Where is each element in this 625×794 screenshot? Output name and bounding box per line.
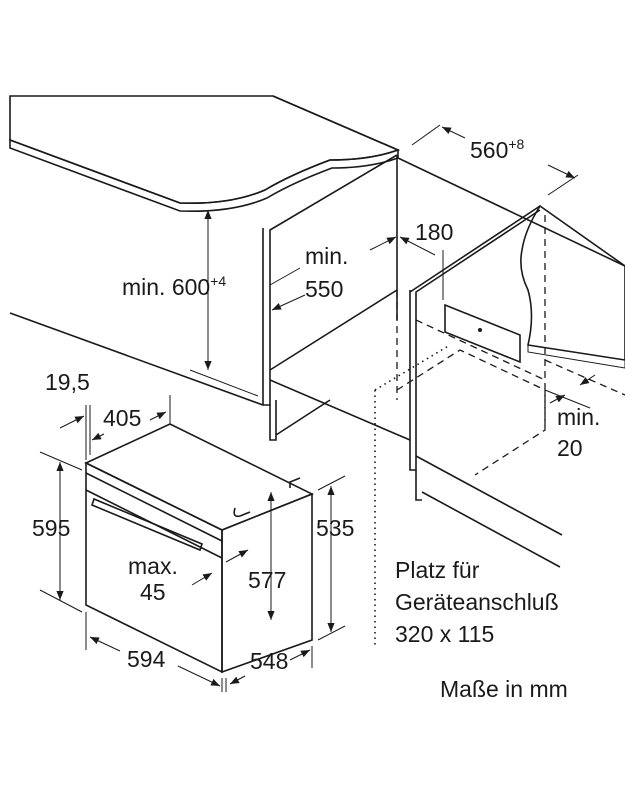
niche-height-label: min. 600+4: [122, 273, 226, 300]
connection-area: [444, 303, 521, 364]
left-cabinet: [9, 154, 411, 441]
units-label: Maße in mm: [440, 676, 568, 702]
depth-min-label: min.: [305, 243, 348, 269]
wall-line: [397, 157, 625, 267]
oven-height-label: 595: [32, 515, 70, 541]
panel-max-label: max.: [128, 553, 178, 579]
oven-handle: [91, 497, 203, 552]
front-19-5-label: 19,5: [45, 369, 90, 395]
connection-label-line2: Geräteanschluß: [395, 589, 559, 615]
niche-width-label: 560+8: [470, 136, 525, 163]
depth-value-label: 550: [305, 276, 343, 302]
back-min-label: min.: [557, 404, 600, 430]
gap-180-label: 180: [415, 219, 453, 245]
countertop: [9, 95, 401, 213]
dimension-lines: [39, 124, 596, 692]
oven-depth-label: 548: [250, 648, 288, 674]
panel-value-label: 45: [140, 579, 166, 605]
oven-width-label: 594: [127, 646, 166, 672]
oven-577-label: 577: [248, 567, 286, 593]
oven: [84, 423, 314, 674]
oven-535-label: 535: [316, 515, 354, 541]
connection-label-line1: Platz für: [395, 557, 480, 583]
connection-label-line3: 320 x 115: [395, 621, 494, 647]
back-value-label: 20: [557, 435, 583, 461]
front-405-label: 405: [103, 405, 141, 431]
